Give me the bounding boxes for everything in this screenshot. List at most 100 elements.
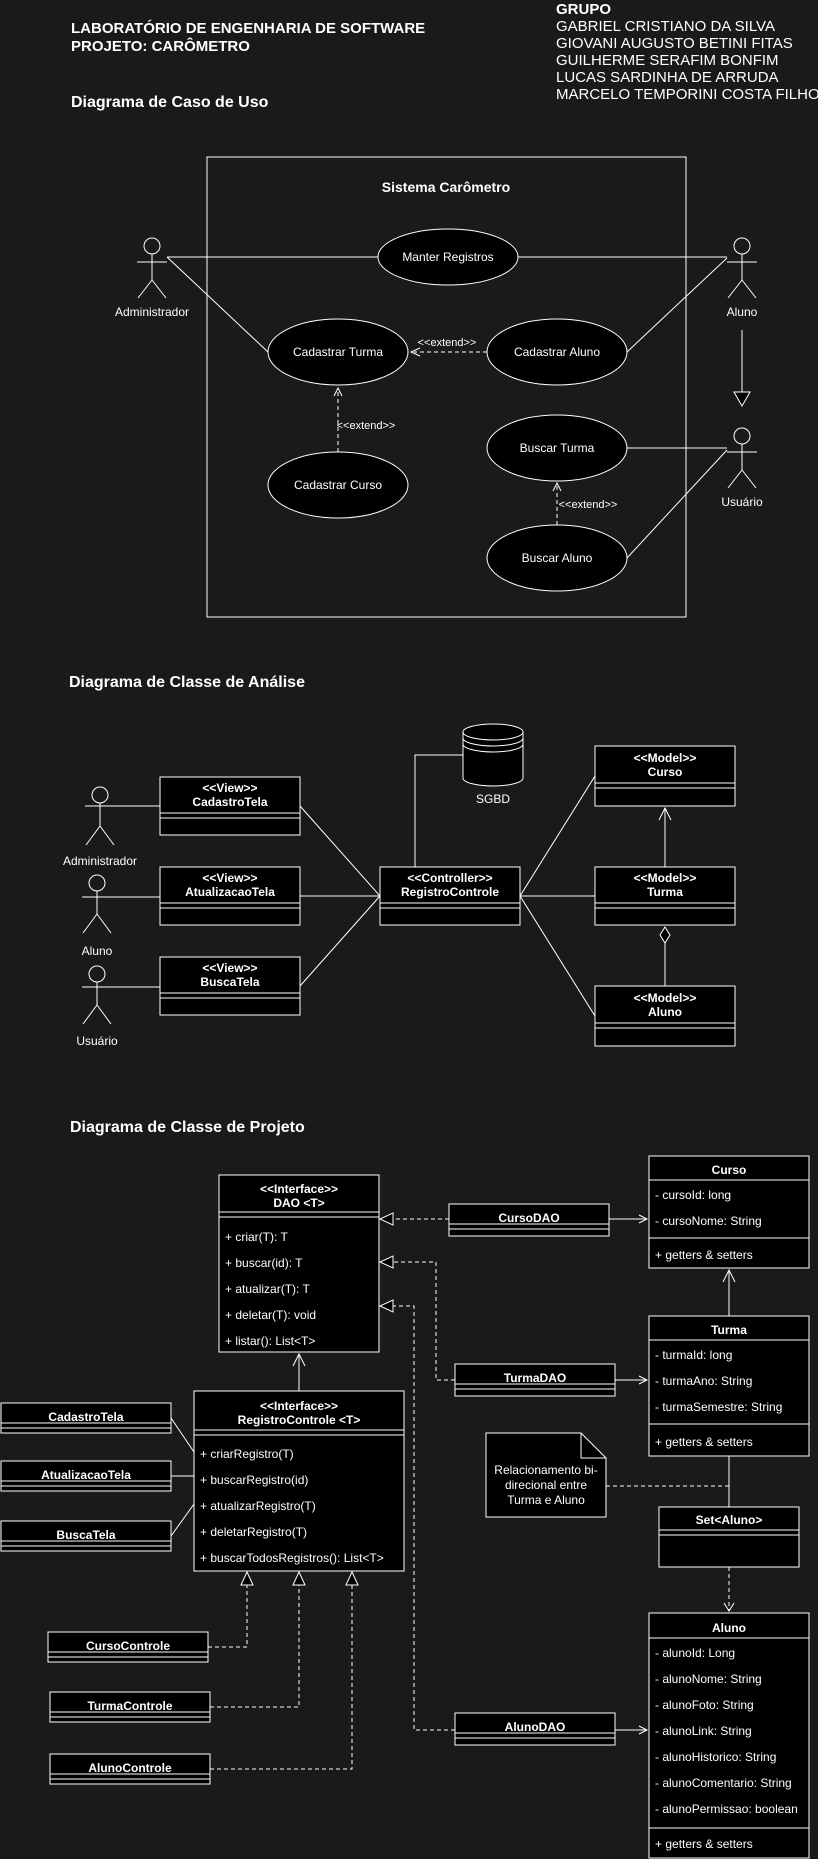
actor-label: Usuário [76,1034,118,1048]
attribute-label: - alunoComentario: String [655,1776,792,1790]
actor-aluno[interactable] [82,874,112,934]
arrowhead [638,1214,649,1224]
class-view-cadastrotela[interactable]: <<View>> CadastroTela [159,776,301,836]
class-model-aluno[interactable]: <<Model>> Aluno [594,985,736,1047]
class-name: AlunoControle [88,1761,172,1775]
realization-arrowhead [292,1570,306,1586]
extend-arrowhead [552,481,562,492]
realization-line [393,1261,455,1381]
realization-line [210,1585,353,1770]
arrowhead [722,1268,736,1283]
group-member: GABRIEL CRISTIANO DA SILVA [556,18,775,35]
extend-arrowhead [409,347,421,357]
group-member: GIOVANI AUGUSTO BETINI FITAS [556,35,793,52]
association-line [170,1503,195,1537]
association-line [299,895,381,987]
interface-registrocontrole[interactable]: <<Interface>> RegistroControle <T> + cri… [193,1390,405,1572]
class-name: CursoDAO [498,1211,559,1225]
class-name: Aluno [648,1005,682,1019]
realization-arrowhead [240,1570,254,1586]
class-model-turma[interactable]: <<Model>> Turma [594,866,736,926]
actor-label: Aluno [727,305,758,319]
use-case-label: Cadastrar Aluno [514,345,600,359]
class-alunodao[interactable]: AlunoDAO [454,1712,616,1746]
actor-aluno[interactable] [727,237,757,299]
association-line [519,895,596,1017]
method-label: + atualizarRegistro(T) [200,1499,316,1513]
method-label: + buscarRegistro(id) [200,1473,308,1487]
project-class-diagram: Diagrama de Classe de Projeto <<Interfac… [0,1119,810,1859]
actor-usuario[interactable] [82,965,112,1025]
association-line [626,449,728,559]
class-controller-registrocontrole[interactable]: <<Controller>> RegistroControle [379,866,521,926]
class-name: Curso [712,1163,747,1177]
system-boundary [206,156,687,618]
class-name: AtualizacaoTela [185,885,275,899]
operation-label: + getters & setters [655,1435,753,1449]
arrowhead [292,1352,306,1367]
class-name: Turma [711,1323,747,1337]
stereotype-label: <<Interface>> [260,1399,338,1413]
actor-label: Administrador [63,854,137,868]
class-set-aluno[interactable]: Set<Aluno> [658,1506,800,1568]
class-view-atualizacaotela[interactable]: <<View>> AtualizacaoTela [159,866,301,926]
class-name: Set<Aluno> [696,1513,763,1527]
arrowhead [658,806,672,821]
interface-dao[interactable]: <<Interface>> DAO <T> + criar(T): T + bu… [218,1174,380,1353]
note-relacionamento[interactable]: Relacionamento bi- direcional entre Turm… [485,1432,607,1518]
actor-usuario[interactable] [727,427,757,489]
method-label: + atualizar(T): T [225,1282,310,1296]
class-cadastrotela[interactable]: CadastroTela [0,1402,172,1434]
class-name: DAO <T> [273,1196,324,1210]
method-label: + criarRegistro(T) [200,1447,294,1461]
attribute-label: - turmaAno: String [655,1374,752,1388]
operation-label: + getters & setters [655,1837,753,1851]
method-label: + buscarTodosRegistros(): List<T> [200,1551,384,1565]
section-title-use-case: Diagrama de Caso de Uso [71,94,269,111]
class-atualizacaotela[interactable]: AtualizacaoTela [0,1460,172,1492]
realization-line [208,1585,248,1648]
class-model-curso[interactable]: <<Model>> Curso [594,745,736,807]
note-line: direcional entre [505,1478,587,1492]
class-alunocontrole[interactable]: AlunoControle [49,1753,211,1785]
header-title-line2: PROJETO: CARÔMETRO [71,37,250,55]
class-turma[interactable]: Turma - turmaId: long - turmaAno: String… [648,1315,810,1457]
extend-label: <<extend>> [418,337,477,349]
class-view-buscatela[interactable]: <<View>> BuscaTela [159,956,301,1016]
stereotype-label: <<View>> [202,781,257,795]
class-turmadao[interactable]: TurmaDAO [454,1363,616,1397]
stereotype-label: <<Model>> [634,751,697,765]
class-aluno[interactable]: Aluno - alunoId: Long - alunoNome: Strin… [648,1612,810,1859]
class-name: BuscaTela [56,1528,115,1542]
method-label: + buscar(id): T [225,1256,303,1270]
stereotype-label: <<Model>> [634,991,697,1005]
class-buscatela[interactable]: BuscaTela [0,1520,172,1552]
section-title-project: Diagrama de Classe de Projeto [70,1119,305,1136]
attribute-label: - alunoPermissao: boolean [655,1802,798,1816]
class-turmacontrole[interactable]: TurmaControle [49,1691,211,1723]
database-label: SGBD [476,792,510,806]
group-member: MARCELO TEMPORINI COSTA FILHO [556,86,818,103]
actor-admin[interactable] [85,786,115,846]
class-cursocontrole[interactable]: CursoControle [47,1631,209,1663]
realization-arrowhead [378,1212,394,1226]
use-case-label: Cadastrar Turma [293,345,383,359]
system-name: Sistema Carômetro [382,179,510,195]
method-label: + deletarRegistro(T) [200,1525,307,1539]
section-title-analysis: Diagrama de Classe de Análise [69,674,305,691]
actor-label: Administrador [115,305,189,319]
realization-arrowhead [345,1570,359,1586]
actor-admin[interactable] [137,237,167,299]
class-curso[interactable]: Curso - cursoId: long - cursoNome: Strin… [648,1155,810,1269]
attribute-label: - turmaSemestre: String [655,1400,782,1414]
association-line [414,754,463,867]
attribute-label: - alunoId: Long [655,1646,735,1660]
database-sgbd[interactable] [462,723,524,787]
attribute-label: - alunoLink: String [655,1724,752,1738]
attribute-label: - alunoNome: String [655,1672,762,1686]
class-cursodao[interactable]: CursoDAO [448,1203,610,1237]
class-name: Curso [648,765,683,779]
extend-arrowhead [333,386,343,397]
association-line [170,1417,195,1453]
